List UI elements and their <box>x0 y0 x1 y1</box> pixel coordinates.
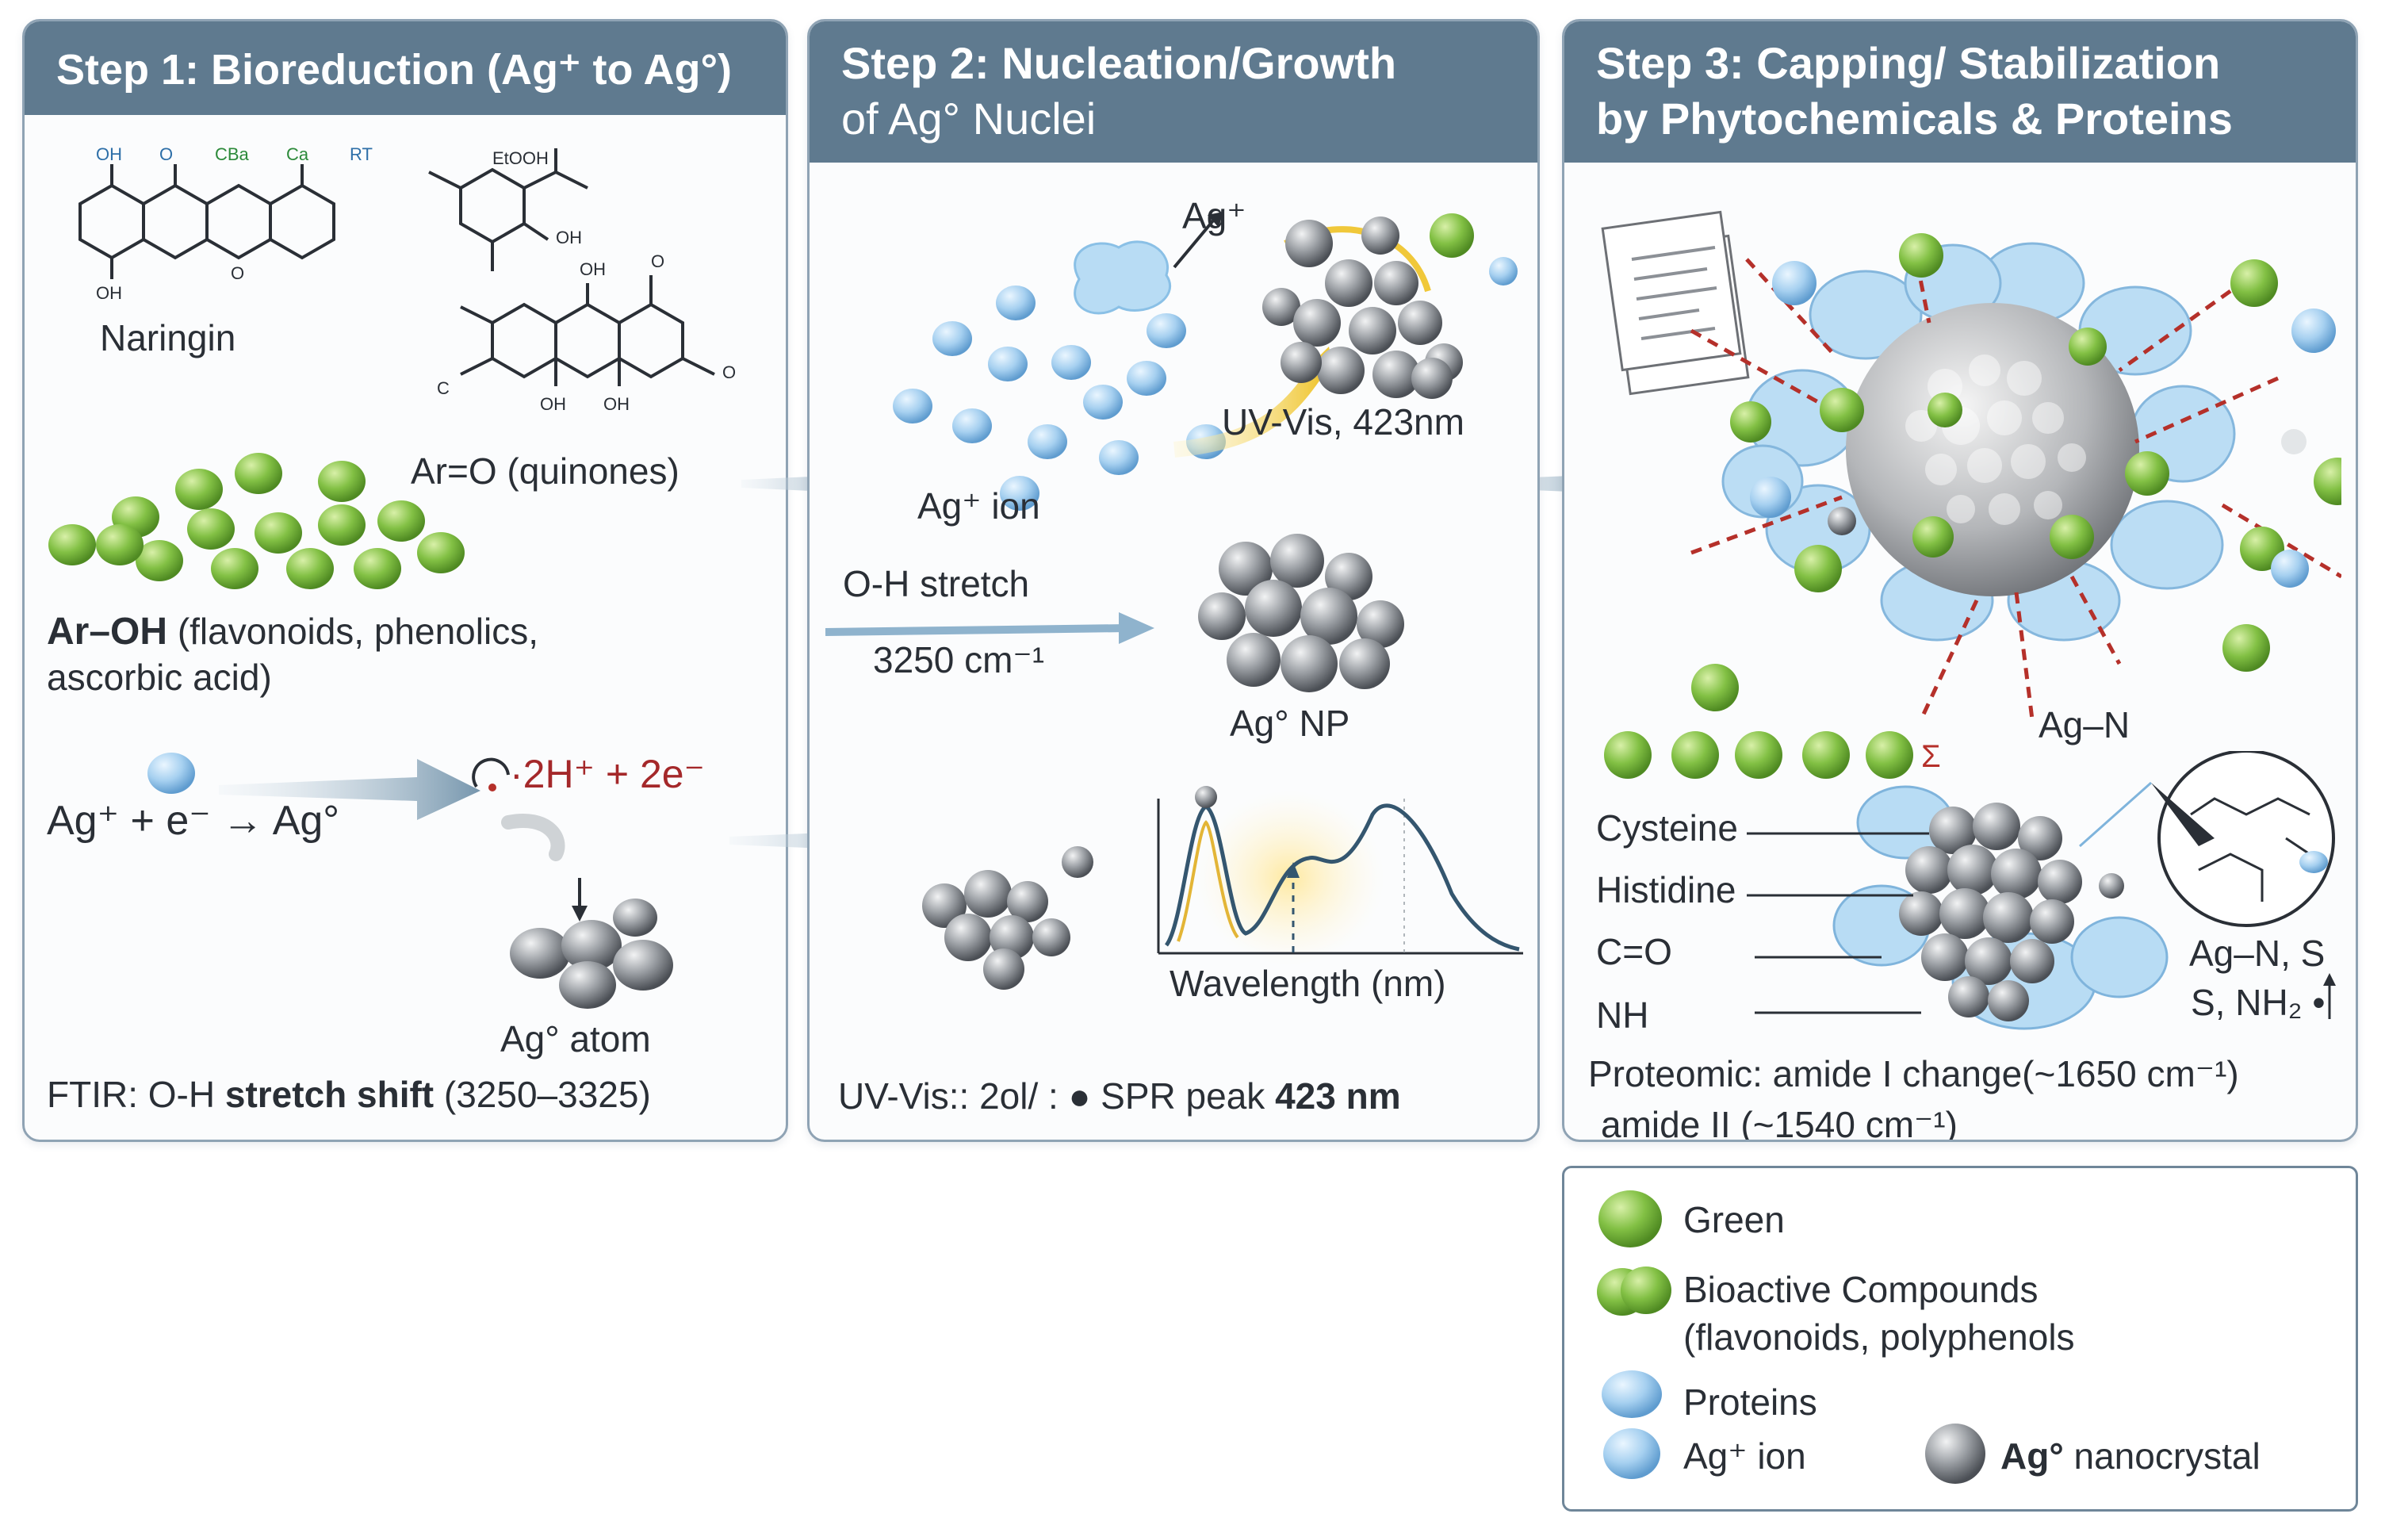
legend-ag-ion: Ag⁺ ion <box>1683 1435 1806 1477</box>
legend-protein-sphere <box>1602 1370 1662 1418</box>
step3-header: Step 3: Capping/ Stabilization by Phytoc… <box>1564 21 2356 163</box>
ag-n-label: Ag–N <box>2039 704 2130 745</box>
ftir-prefix: FTIR: O-H <box>47 1074 225 1115</box>
svg-text:RT: RT <box>350 144 373 164</box>
legend-ag-ion-sphere <box>1603 1428 1660 1479</box>
ag-top-label: Ag⁺ <box>1182 195 1246 236</box>
naringin-label: Naringin <box>100 317 236 358</box>
uvvis-top-label: UV-Vis, 423nm <box>1222 401 1464 443</box>
proteomic-line1: Proteomic: amide I change(~1650 cm⁻¹) <box>1588 1053 2239 1094</box>
legend-bioactive-sub: (flavonoids, polyphenols <box>1683 1316 2075 1358</box>
svg-text:Σ: Σ <box>1921 739 1941 774</box>
svg-text:OH: OH <box>96 283 122 303</box>
proteomic-line2: amide II (~1540 cm⁻¹) <box>1601 1104 1958 1142</box>
ag-n-s-label: Ag–N, S <box>2189 933 2326 974</box>
legend-ag-nanocrystal-sphere <box>1925 1424 1985 1484</box>
step1-header: Step 1: Bioreduction (Ag⁺ to Ag°) <box>25 21 786 115</box>
step2-header: Step 2: Nucleation/Growth of Ag° Nuclei <box>810 21 1537 163</box>
co-label: C=O <box>1596 931 1672 972</box>
step3-panel: Step 3: Capping/ Stabilization by Phytoc… <box>1562 19 2358 1142</box>
legend-ag-nanocrystal: Ag° nanocrystal <box>2000 1435 2261 1477</box>
reduction-arrow <box>219 759 480 820</box>
legend-ag-nano-bold: Ag° <box>2000 1435 2064 1477</box>
step2-title-line1: Step 2: Nucleation/Growth <box>841 38 1397 88</box>
uvvis-bottom-bold: 423 nm <box>1275 1075 1401 1117</box>
quinones-label: Ar=O (quinones) <box>411 450 680 492</box>
ag-ion-label: Ag⁺ ion <box>917 485 1040 527</box>
aroh-bold: Ar–OH <box>47 611 168 653</box>
ag-np-label: Ag° NP <box>1230 703 1350 744</box>
uvvis-bottom-label: UV-Vis:: 2ol/ : ● SPR peak 423 nm <box>838 1075 1401 1117</box>
wavelength-axis-label: Wavelength (nm) <box>1170 963 1446 1004</box>
step2-panel: Step 2: Nucleation/Growth of Ag° Nuclei … <box>807 19 1540 1142</box>
cysteine-label: Cysteine <box>1596 807 1738 849</box>
step3-title-line1: Step 3: Capping/ Stabilization <box>1596 38 2221 88</box>
svg-text:CBa: CBa <box>215 144 250 164</box>
svg-text:Ca: Ca <box>286 144 309 164</box>
uvvis-bottom-prefix: UV-Vis:: 2ol/ : ● SPR peak <box>838 1075 1276 1117</box>
svg-text:OH: OH <box>96 144 122 164</box>
legend-bioactive: Bioactive Compounds <box>1683 1269 2039 1310</box>
step1-title: Step 1: Bioreduction (Ag⁺ to Ag°) <box>56 46 733 94</box>
step3-title-line2: by Phytochemicals & Proteins <box>1596 94 2233 144</box>
ag-ion-sphere <box>147 753 195 794</box>
svg-text:OH: OH <box>603 394 630 414</box>
svg-text:O: O <box>722 362 736 382</box>
ftir-suffix: (3250–3325) <box>434 1074 651 1115</box>
ftir-label: FTIR: O-H stretch shift (3250–3325) <box>47 1073 651 1116</box>
binding-cluster <box>1832 751 2335 1030</box>
svg-text:EtOOH: EtOOH <box>492 148 549 168</box>
reduction-equation: Ag⁺ + e⁻ → Ag° <box>47 798 340 844</box>
atoms-cluster <box>501 814 673 1009</box>
svg-text:C: C <box>437 378 450 398</box>
naringin-structure: OH O CBa Ca RT OH O EtOOH OH OH OH OH O C O <box>78 144 736 414</box>
oh-stretch-arrow <box>825 612 1154 644</box>
svg-text:O: O <box>651 251 664 271</box>
spr-spectrum <box>922 786 1523 990</box>
aroh-label: Ar–OH (flavonoids, phenolics, <box>47 610 538 653</box>
document-icon <box>1601 210 1750 396</box>
green-compounds-cluster <box>48 453 465 589</box>
capping-drawing <box>1601 210 2341 721</box>
ag-np-cluster <box>1198 534 1404 692</box>
svg-text:OH: OH <box>540 394 566 414</box>
legend-ag-nano-rest: nanocrystal <box>2063 1435 2261 1477</box>
legend-bioactive-icon <box>1597 1267 1671 1316</box>
legend-proteins: Proteins <box>1683 1381 1817 1423</box>
wavenumber-label: 3250 cm⁻¹ <box>873 639 1045 680</box>
electron-transfer-icon <box>472 757 510 791</box>
svg-text:OH: OH <box>580 259 606 279</box>
svg-text:O: O <box>159 144 173 164</box>
ftir-bold: stretch shift <box>224 1074 435 1115</box>
histidine-label: Histidine <box>1596 869 1736 910</box>
label-leader-lines <box>1747 832 1929 1014</box>
svg-text:OH: OH <box>556 228 582 247</box>
legend-box: Green Bioactive Compounds (flavonoids, p… <box>1562 1166 2358 1512</box>
step2-title-line2: of Ag° Nuclei <box>841 94 1097 144</box>
green-row-beads: Σ <box>1604 731 1941 779</box>
up-arrow-icon <box>2323 973 2336 1019</box>
atom-label: Ag° atom <box>500 1018 651 1060</box>
oh-stretch-label: O-H stretch <box>843 563 1030 604</box>
nh-label: NH <box>1596 994 1649 1036</box>
aroh-rest: (flavonoids, phenolics, <box>167 611 538 652</box>
svg-text:O: O <box>231 263 244 283</box>
step1-panel: Step 1: Bioreduction (Ag⁺ to Ag°) <box>22 19 788 1142</box>
legend-green-sphere <box>1598 1190 1662 1247</box>
legend-green: Green <box>1683 1199 1785 1240</box>
s-nh2-label: S, NH₂ • <box>2191 982 2326 1023</box>
electrons-label: ·2H⁺ + 2e⁻ <box>510 752 705 796</box>
nucleation-drawing <box>893 212 1518 511</box>
aroh-label-line2: ascorbic acid) <box>47 657 272 698</box>
